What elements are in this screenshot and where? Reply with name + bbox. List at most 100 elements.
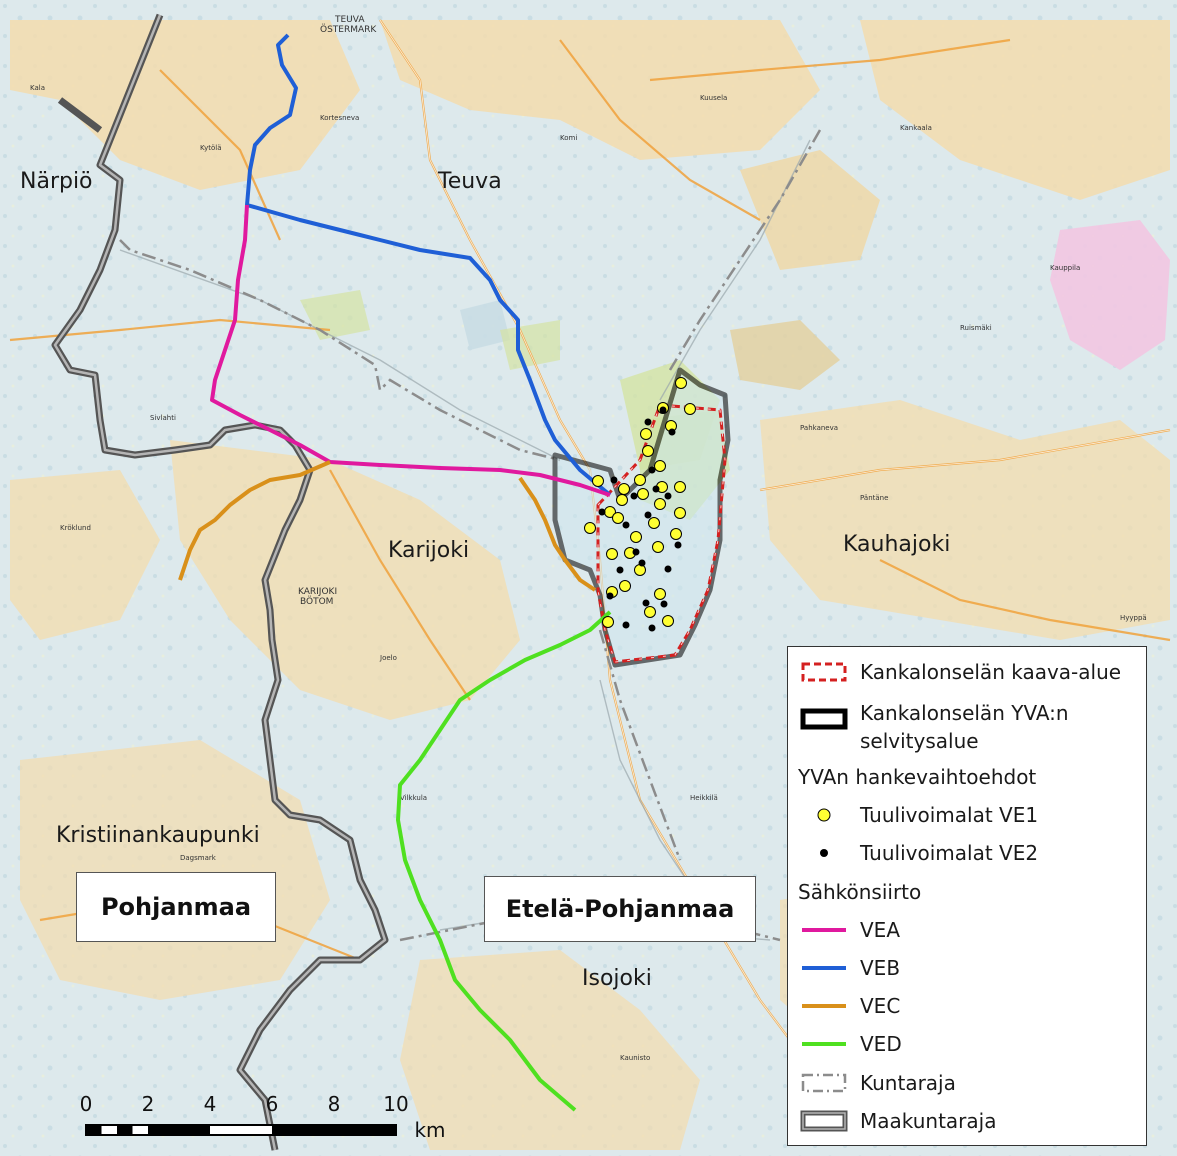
turbines-ve1: [584, 377, 696, 628]
scale-tick-0: 0: [79, 1092, 93, 1116]
yva-selvitysalue-area: [552, 367, 731, 668]
ve2-turbine-17: [642, 599, 650, 607]
ve2-turbine-18: [606, 592, 614, 600]
scale-tick-6: 6: [265, 1092, 279, 1116]
ve1-turbine-icon: [798, 803, 850, 827]
region-pohjanmaa: Pohjanmaa: [76, 872, 276, 942]
ve1-turbine-17: [654, 498, 666, 510]
legend-ved: VED: [788, 1032, 902, 1056]
maakuntaraja-swatch: [798, 1109, 850, 1133]
ve2-turbine-4: [648, 466, 656, 474]
ve1-turbine-9: [592, 475, 604, 487]
route-vec: [178, 460, 597, 592]
svg-text:Kröklund: Kröklund: [60, 524, 91, 532]
legend-yva-selvitysalue: Kankalonselän YVA:n selvitysalue: [788, 699, 1069, 755]
route-vea: [210, 204, 611, 497]
svg-text:Kauppila: Kauppila: [1050, 264, 1080, 272]
scale-tick-4: 4: [203, 1092, 217, 1116]
ve2-turbine-16: [660, 600, 668, 608]
svg-text:Kankaala: Kankaala: [900, 124, 932, 132]
svg-text:Joelo: Joelo: [379, 654, 397, 662]
ve1-turbine-3: [684, 403, 696, 415]
ve2-turbine-19: [622, 621, 630, 629]
ve1-turbine-16: [612, 512, 624, 524]
ve2-turbine-8: [664, 492, 672, 500]
ve2-turbine-1: [659, 406, 667, 414]
label-teuva: Teuva: [437, 169, 502, 194]
svg-text:Komi: Komi: [560, 134, 577, 142]
ve1-turbine-12: [637, 488, 649, 500]
svg-text:Kuusela: Kuusela: [700, 94, 727, 102]
label-isojoki: Isojoki: [582, 966, 652, 991]
ve1-turbine-28: [644, 606, 656, 618]
scale-unit: km: [414, 1118, 446, 1142]
ve1-turbine-32: [648, 517, 660, 529]
ved-line-swatch: [798, 1032, 850, 1056]
ve1-turbine-21: [606, 548, 618, 560]
vec-line-swatch: [798, 994, 850, 1018]
svg-text:Kortesneva: Kortesneva: [320, 114, 359, 122]
ve1-turbine-10: [618, 483, 630, 495]
ve1-turbine-7: [654, 460, 666, 472]
legend-vec: VEC: [788, 994, 900, 1018]
ve2-turbine-3: [668, 428, 676, 436]
label-narpio: Närpiö: [20, 169, 93, 194]
svg-text:Sivlahti: Sivlahti: [150, 414, 176, 422]
legend-kaava-alue: Kankalonselän kaava-alue: [788, 660, 1121, 684]
ve2-turbine-9: [652, 485, 660, 493]
ve2-turbine-11: [674, 541, 682, 549]
region-etela-pohjanmaa: Etelä-Pohjanmaa: [484, 876, 756, 942]
vea-line-swatch: [798, 918, 850, 942]
ve1-turbine-29: [662, 615, 674, 627]
ve2-turbine-15: [616, 566, 624, 574]
ve2-turbine-14: [632, 548, 640, 556]
kaava-alue-swatch: [798, 660, 850, 684]
turbines-ve2: [598, 406, 682, 632]
yva-selvitysalue-swatch: [798, 707, 850, 731]
legend-kuntaraja: Kuntaraja: [788, 1071, 956, 1095]
legend-ve2: Tuulivoimalat VE2: [788, 841, 1038, 865]
legend-ve1: Tuulivoimalat VE1: [788, 803, 1038, 827]
ve1-turbine-31: [616, 494, 628, 506]
ve1-turbine-4: [640, 428, 652, 440]
svg-text:Päntäne: Päntäne: [860, 494, 888, 502]
ve1-turbine-8: [634, 474, 646, 486]
maakuntaraja-line: [51, 13, 389, 1151]
ve1-turbine-27: [654, 588, 666, 600]
ve1-turbine-26: [619, 580, 631, 592]
ve1-turbine-1: [675, 377, 687, 389]
scale-bar: [85, 1124, 397, 1136]
label-kristiinankaupunki: Kristiinankaupunki: [56, 823, 260, 848]
svg-text:Hyyppä: Hyyppä: [1120, 614, 1147, 622]
svg-text:Heikkilä: Heikkilä: [690, 794, 718, 802]
ve1-turbine-20: [670, 528, 682, 540]
ve1-turbine-18: [674, 507, 686, 519]
ve1-turbine-24: [634, 564, 646, 576]
ve2-turbine-21: [598, 508, 606, 516]
ve1-turbine-30: [602, 616, 614, 628]
kuntaraja-swatch: [798, 1071, 850, 1095]
legend-maakuntaraja: Maakuntaraja: [788, 1109, 996, 1133]
route-ved: [396, 610, 612, 1112]
svg-text:Ruismäki: Ruismäki: [960, 324, 992, 332]
svg-text:Vilkkula: Vilkkula: [400, 794, 427, 802]
ve2-turbine-7: [644, 511, 652, 519]
svg-text:Kytölä: Kytölä: [200, 144, 222, 152]
svg-text:Kala: Kala: [30, 84, 45, 92]
svg-text:Pahkaneva: Pahkaneva: [800, 424, 838, 432]
legend-vea: VEA: [788, 918, 900, 942]
ve1-turbine-15: [584, 522, 596, 534]
place-labels: Närpiö Teuva Karijoki Kauhajoki Kristiin…: [20, 15, 950, 991]
route-veb: [245, 33, 612, 497]
label-kauhajoki: Kauhajoki: [843, 532, 950, 557]
ve1-turbine-23: [652, 541, 664, 553]
map-legend: Kankalonselän kaava-alue Kankalonselän Y…: [787, 646, 1147, 1146]
ve2-turbine-10: [622, 521, 630, 529]
ve2-turbine-icon: [798, 841, 850, 865]
ve2-turbine-13: [664, 565, 672, 573]
svg-text:Dagsmark: Dagsmark: [180, 854, 217, 862]
ve2-turbine-2: [644, 418, 652, 426]
